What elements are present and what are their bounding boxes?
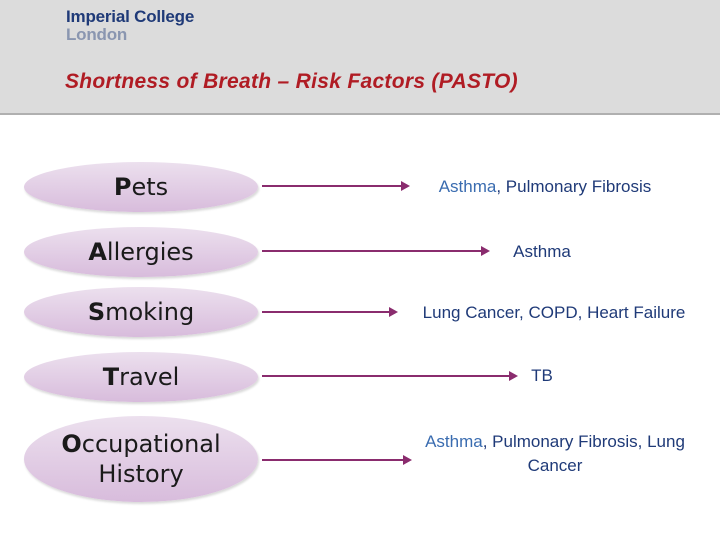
factor-label: ravel: [119, 363, 180, 391]
factor-label: ccupational History: [81, 430, 221, 488]
arrow-allergies: [262, 246, 490, 256]
page-title: Shortness of Breath – Risk Factors (PAST…: [65, 70, 518, 93]
arrow-travel: [262, 371, 518, 381]
factor-initial: A: [88, 238, 107, 266]
factor-label: llergies: [106, 238, 194, 266]
result-text: TB: [531, 366, 553, 385]
header-bar: Imperial College London Shortness of Bre…: [0, 0, 720, 115]
factor-label: ets: [131, 173, 169, 201]
result-text: , Pulmonary Fibrosis, Lung Cancer: [482, 432, 685, 475]
factor-initial: P: [113, 173, 132, 201]
result-text: Asthma: [513, 242, 571, 261]
result-allergies: Asthma: [492, 240, 592, 264]
arrow-pets: [262, 181, 410, 191]
arrow-smoking: [262, 307, 398, 317]
result-occupational-history: Asthma, Pulmonary Fibrosis, Lung Cancer: [422, 430, 688, 478]
result-pets: Asthma, Pulmonary Fibrosis: [410, 175, 680, 199]
factor-label: moking: [105, 298, 195, 326]
factor-oval-occupational-history: Occupational History: [24, 416, 258, 502]
result-highlight: Asthma: [438, 177, 497, 196]
result-text: , Pulmonary Fibrosis: [496, 177, 652, 196]
college-logo: Imperial College London: [66, 8, 194, 44]
result-highlight: Asthma: [425, 432, 483, 451]
result-text: Lung Cancer, COPD, Heart Failure: [422, 303, 686, 322]
arrow-occupational-history: [262, 455, 412, 465]
result-smoking: Lung Cancer, COPD, Heart Failure: [396, 301, 712, 325]
result-travel: TB: [522, 364, 562, 388]
factor-initial: S: [87, 298, 106, 326]
logo-line-1: Imperial College: [66, 7, 195, 26]
factor-initial: T: [102, 363, 120, 391]
factor-initial: O: [61, 430, 82, 458]
logo-line-2: London: [66, 25, 128, 44]
